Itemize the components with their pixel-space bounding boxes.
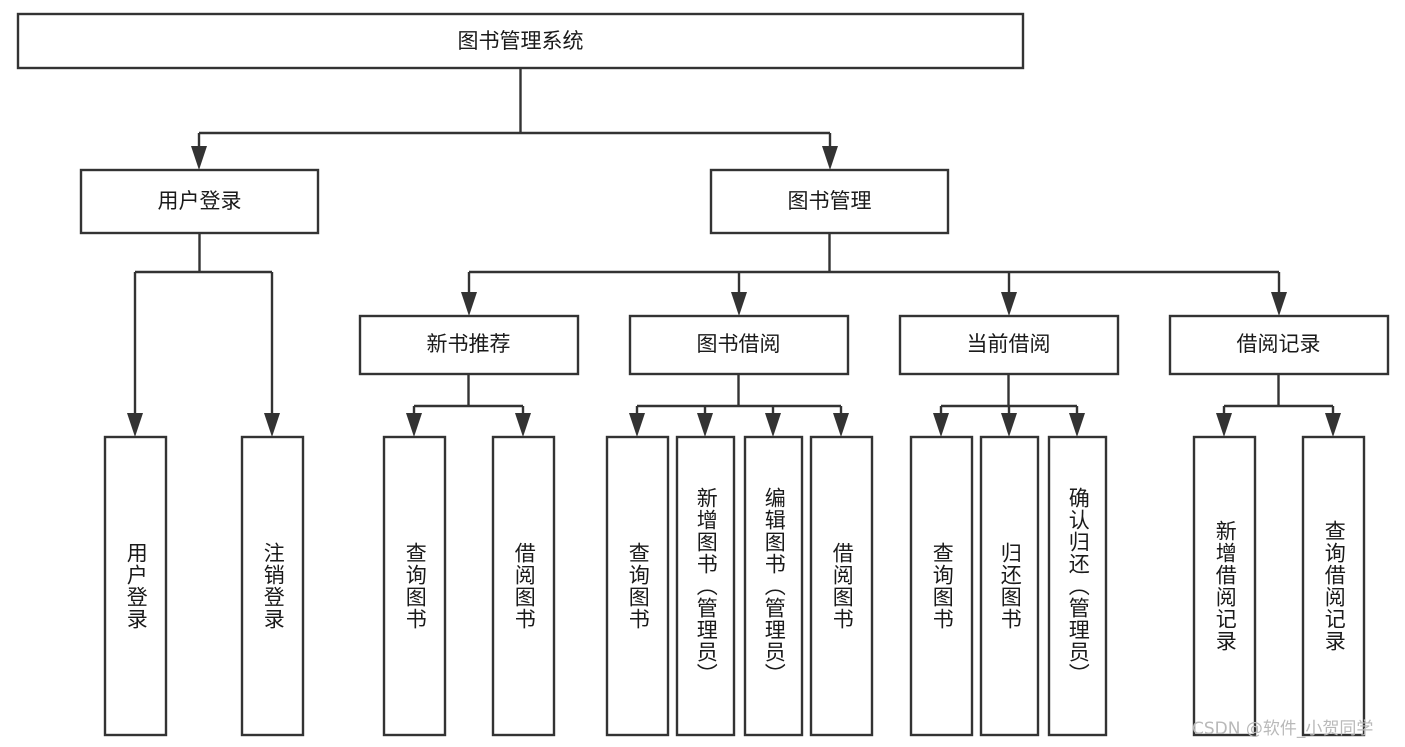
node-new-book-recommend-box[interactable] bbox=[358, 314, 580, 376]
arrow-bookmanage-to-borrowrecord bbox=[1271, 292, 1287, 316]
arrow-bookmanage-to-bookborrow bbox=[731, 292, 747, 316]
node-root-label: 图书管理系统 bbox=[458, 29, 584, 53]
node-root-box[interactable] bbox=[16, 12, 1025, 70]
node-user-login-label: 用户登录 bbox=[158, 189, 242, 213]
node-book-manage-box[interactable] bbox=[709, 168, 950, 235]
arrow-root-to-userlogin bbox=[191, 146, 207, 170]
arrow-currentborrow-leaf-1 bbox=[933, 413, 949, 437]
node-leaf-return-book-box[interactable] bbox=[979, 435, 1040, 737]
node-borrow-record[interactable]: 借阅记录 bbox=[1168, 314, 1390, 376]
node-leaf-borrow-book-2-box[interactable] bbox=[809, 435, 874, 737]
arrow-bookborrow-leaf-2 bbox=[697, 413, 713, 437]
arrow-root-to-bookmanage bbox=[822, 146, 838, 170]
arrow-bookmanage-to-newbook bbox=[461, 292, 477, 316]
node-book-borrow[interactable]: 图书借阅 bbox=[628, 314, 850, 376]
node-book-manage[interactable]: 图书管理 bbox=[709, 168, 950, 235]
node-new-book-recommend[interactable]: 新书推荐 bbox=[358, 314, 580, 376]
node-leaf-query-record-box[interactable] bbox=[1301, 435, 1366, 737]
connector-group-newbook bbox=[406, 374, 531, 437]
node-leaf-borrow-book-1-box[interactable] bbox=[491, 435, 556, 737]
csdn-watermark: CSDN @软件_小贺同学 bbox=[1192, 719, 1374, 739]
node-leaf-query-book-3-box[interactable] bbox=[909, 435, 974, 737]
arrow-userlogin-leaf-2 bbox=[264, 413, 280, 437]
node-book-manage-label: 图书管理 bbox=[788, 189, 872, 213]
arrow-bookborrow-leaf-1 bbox=[629, 413, 645, 437]
node-book-borrow-label: 图书借阅 bbox=[697, 332, 781, 356]
node-leaf-add-record-box[interactable] bbox=[1192, 435, 1257, 737]
arrow-bookborrow-leaf-4 bbox=[833, 413, 849, 437]
connector-group-borrowrecord bbox=[1216, 374, 1341, 437]
connector-group-bookmanage bbox=[461, 233, 1287, 316]
arrow-newbook-leaf-1 bbox=[406, 413, 422, 437]
connector-group-userlogin bbox=[127, 233, 280, 437]
arrow-currentborrow-leaf-2 bbox=[1001, 413, 1017, 437]
node-current-borrow[interactable]: 当前借阅 bbox=[898, 314, 1120, 376]
node-borrow-record-label: 借阅记录 bbox=[1237, 332, 1321, 356]
node-leaf-query-book-2-box[interactable] bbox=[605, 435, 670, 737]
arrow-currentborrow-leaf-3 bbox=[1069, 413, 1085, 437]
node-borrow-record-box[interactable] bbox=[1168, 314, 1390, 376]
node-current-borrow-box[interactable] bbox=[898, 314, 1120, 376]
node-user-login[interactable]: 用户登录 bbox=[79, 168, 320, 235]
arrow-borrowrecord-leaf-2 bbox=[1325, 413, 1341, 437]
arrow-borrowrecord-leaf-1 bbox=[1216, 413, 1232, 437]
arrow-bookmanage-to-currentborrow bbox=[1001, 292, 1017, 316]
node-book-borrow-box[interactable] bbox=[628, 314, 850, 376]
node-leaf-user-login-box[interactable] bbox=[103, 435, 168, 737]
arrow-bookborrow-leaf-3 bbox=[765, 413, 781, 437]
node-leaf-edit-book-box[interactable] bbox=[743, 435, 804, 737]
arrow-newbook-leaf-2 bbox=[515, 413, 531, 437]
node-current-borrow-label: 当前借阅 bbox=[967, 332, 1051, 356]
arrow-userlogin-leaf-1 bbox=[127, 413, 143, 437]
connector-group-root bbox=[191, 68, 838, 170]
node-leaf-confirm-return-box[interactable] bbox=[1047, 435, 1108, 737]
connector-group-bookborrow bbox=[629, 374, 849, 437]
node-leaf-query-book-1-box[interactable] bbox=[382, 435, 447, 737]
node-user-login-box[interactable] bbox=[79, 168, 320, 235]
node-leaf-add-book-box[interactable] bbox=[675, 435, 736, 737]
connector-group-currentborrow bbox=[933, 374, 1085, 437]
node-leaf-logout-login-box[interactable] bbox=[240, 435, 305, 737]
node-root[interactable]: 图书管理系统 bbox=[16, 12, 1025, 70]
node-new-book-recommend-label: 新书推荐 bbox=[427, 332, 511, 356]
